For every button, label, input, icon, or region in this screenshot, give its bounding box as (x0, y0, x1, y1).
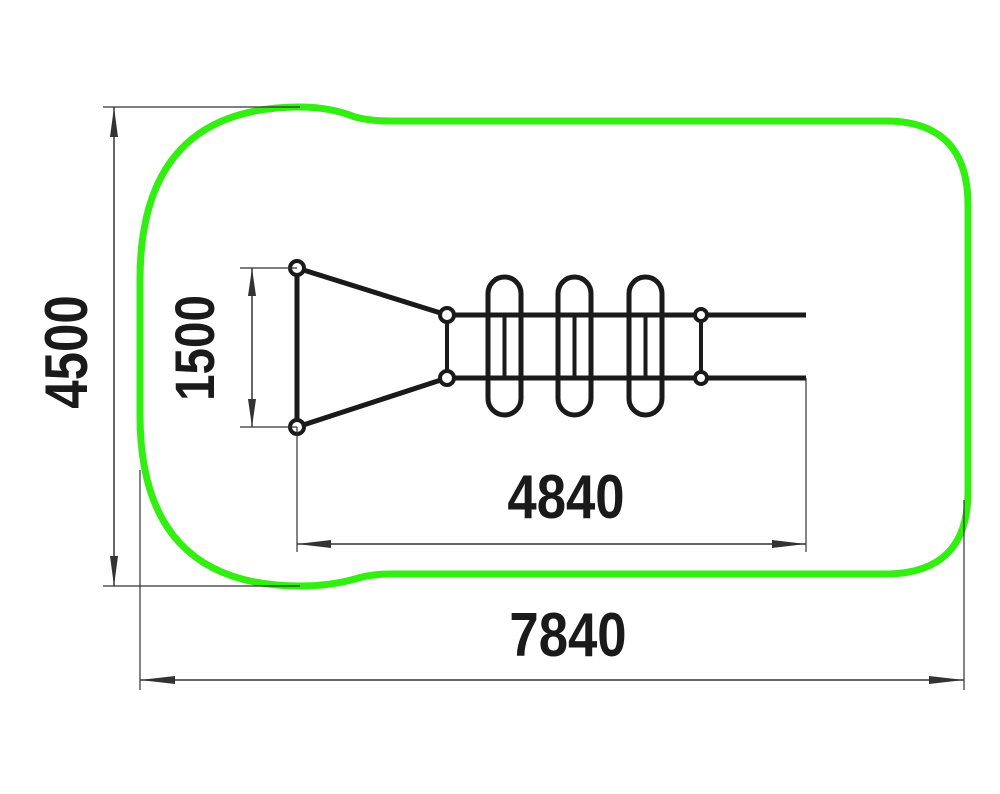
rung-loop-1 (485, 274, 524, 418)
arrow-left (140, 676, 175, 684)
arrow-right (929, 676, 964, 684)
label-structure-length: 4840 (507, 463, 624, 532)
label-total-width: 7840 (509, 601, 626, 670)
dimension-structure-length (296, 378, 807, 552)
rung-loop-2 (555, 274, 594, 418)
arrow-bottom (248, 399, 256, 427)
arrow-top (110, 107, 118, 137)
label-structure-width: 1500 (164, 295, 226, 401)
joint-right-top (693, 307, 709, 323)
structure (294, 265, 806, 430)
arrow-top (248, 268, 256, 296)
dimension-total-width (139, 470, 965, 690)
label-total-height: 4500 (33, 295, 100, 408)
rung-loop-3 (626, 274, 665, 418)
arrow-left (297, 540, 331, 548)
frame-bottom-edge (296, 375, 448, 430)
joint-right-bottom (693, 370, 709, 386)
arrow-right (772, 540, 806, 548)
joint-mid-bottom (438, 369, 456, 387)
frame-top-edge (296, 265, 448, 318)
dimension-structure-width (240, 267, 297, 428)
joint-mid-top (438, 306, 456, 324)
joints (288, 259, 709, 436)
dimension-total-height (103, 106, 300, 587)
safety-zone-outline (136, 103, 972, 590)
arrow-bottom (110, 556, 118, 586)
